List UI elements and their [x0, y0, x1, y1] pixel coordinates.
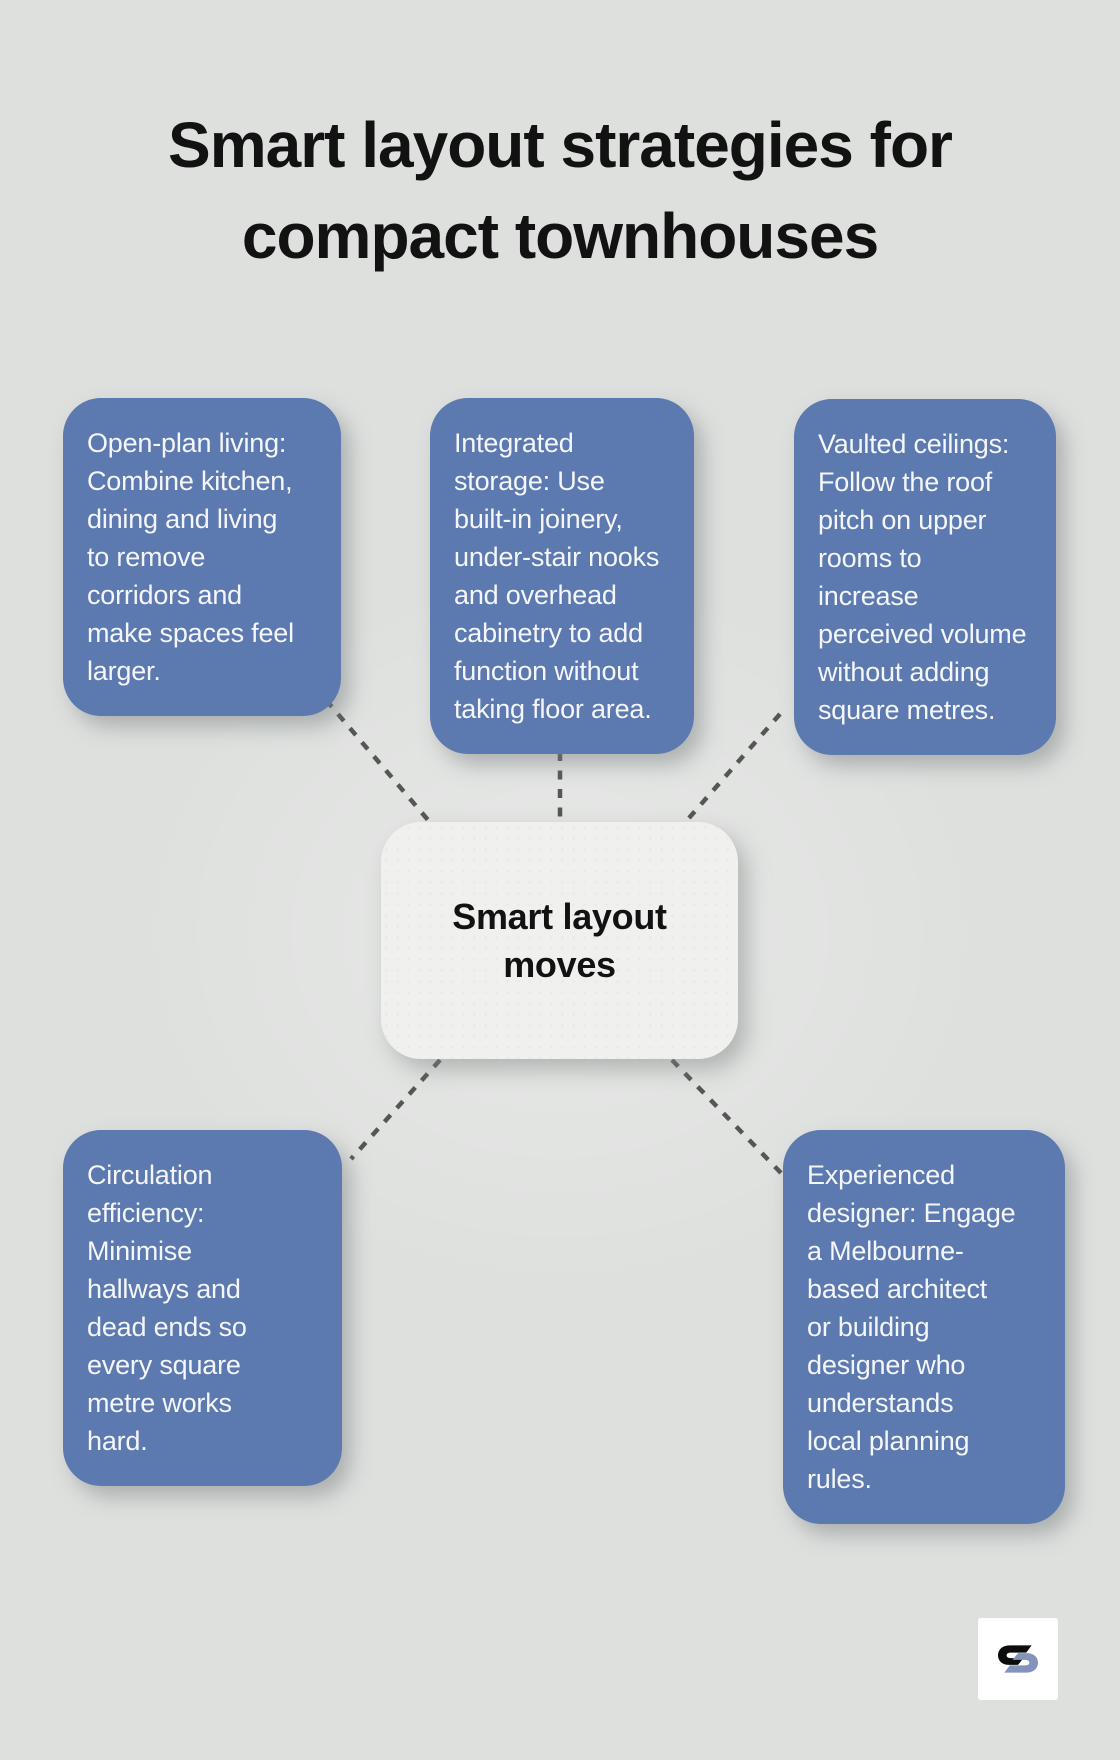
connector-open-plan-living: [324, 698, 430, 822]
connector-circulation-efficiency: [349, 1058, 442, 1161]
logo-top-hook: [998, 1645, 1032, 1665]
s-monogram-icon: [998, 1645, 1038, 1673]
node-experienced-designer: Experienced designer: Engage a Melbourne…: [783, 1130, 1065, 1524]
center-node: Smart layout moves: [381, 822, 738, 1059]
node-open-plan-living: Open-plan living: Combine kitchen, dinin…: [63, 398, 341, 716]
center-node-label: Smart layout moves: [452, 895, 667, 985]
node-circulation-efficiency: Circulation efficiency: Minimise hallway…: [63, 1130, 342, 1486]
node-integrated-storage: Integrated storage: Use built-in joinery…: [430, 398, 694, 754]
connector-experienced-designer: [670, 1058, 783, 1175]
connector-vaulted-ceilings: [687, 712, 782, 820]
node-vaulted-ceilings: Vaulted ceilings: Follow the roof pitch …: [794, 399, 1056, 755]
page-title: Smart layout strategies for compact town…: [168, 109, 953, 272]
logo-badge: [978, 1618, 1058, 1700]
logo-bottom-hook: [1004, 1653, 1038, 1673]
